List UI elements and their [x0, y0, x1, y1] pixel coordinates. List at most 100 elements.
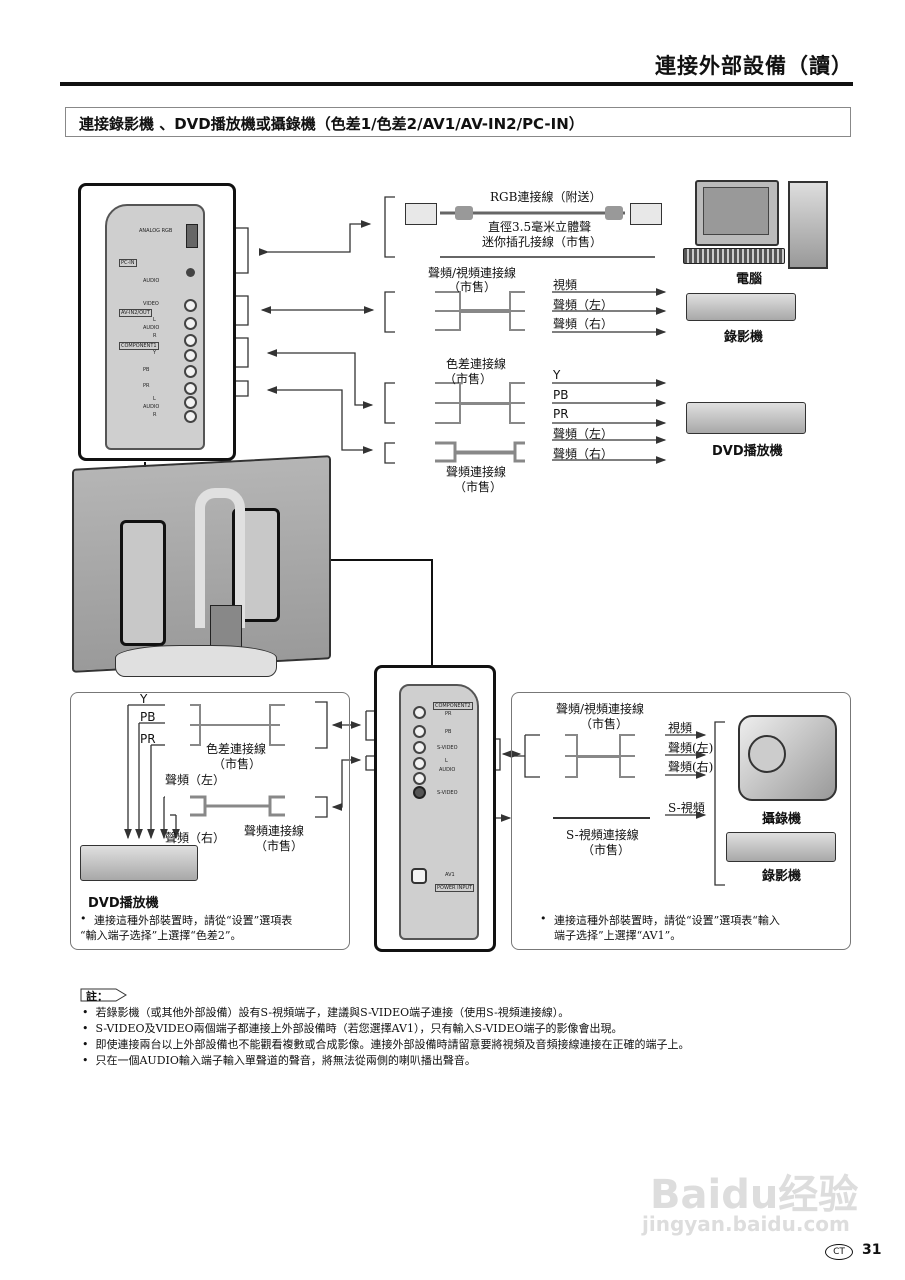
jack-label: R — [153, 333, 157, 339]
jack-label: AUDIO — [143, 404, 160, 410]
page-number: 31 — [862, 1242, 882, 1258]
watermark-brand: Baidu经验 — [650, 1172, 859, 1218]
audio-left-label: 聲頻（左） — [165, 773, 226, 787]
note-text: 連接這種外部裝置時，請從“设置”選項表 — [94, 914, 293, 927]
note-label: 註： — [86, 990, 108, 1003]
bullet-icon: • — [540, 912, 547, 925]
notes-list: • 若錄影機（或其他外部設備）設有S-視頻端子，建議與S-VIDEO端子連接（使… — [82, 1004, 689, 1068]
jack-label: AV1 — [445, 872, 455, 878]
note-item: • 若錄影機（或其他外部設備）設有S-視頻端子，建議與S-VIDEO端子連接（使… — [82, 1006, 570, 1019]
jack-label: R — [153, 412, 157, 418]
jack-label: AUDIO — [143, 278, 160, 284]
mini-jack-cable-label: 迷你插孔接線（市售） — [482, 235, 603, 249]
page-title: 連接外部設備（讀） — [655, 54, 853, 78]
signal-label: PR — [553, 407, 569, 421]
rgb-cable-label: RGB連接線（附送） — [490, 190, 602, 204]
signal-label: PB — [553, 388, 569, 402]
device-label-vcr: 錄影機 — [724, 330, 764, 345]
analog-rgb-port — [186, 224, 198, 248]
ferrite-core-icon — [455, 206, 473, 220]
component-audio-l-jack — [184, 396, 197, 409]
audio-r-jack — [413, 772, 426, 785]
vcr-icon — [686, 293, 796, 321]
keyboard-icon — [683, 248, 785, 264]
note-item: • 只在一個AUDIO輸入端子輸入單聲道的聲音，將無法從兩側的喇叭播出聲音。 — [82, 1054, 476, 1067]
jack-label: Y — [153, 350, 157, 356]
signal-label: 聲頻（右） — [553, 447, 614, 461]
av-cable-note: （市售） — [580, 717, 629, 731]
signal-label: 聲頻(右) — [668, 760, 714, 774]
jack-label: PB — [445, 729, 452, 735]
av-cable-note: （市售） — [448, 280, 497, 294]
jack-label: COMPONENT1 — [119, 342, 159, 350]
note-item-text: 只在一個AUDIO輸入端子輸入單聲道的聲音，將無法從兩側的喇叭播出聲音。 — [95, 1054, 476, 1067]
signal-label: 聲頻(左) — [668, 741, 714, 755]
note-item-text: S-VIDEO及VIDEO兩個端子都連接上外部設備時（若您選擇AV1），只有輸入… — [95, 1022, 623, 1035]
monitor-stand-handle — [195, 488, 245, 628]
camcorder-icon — [738, 715, 837, 801]
component-cable-note: （市售） — [444, 372, 493, 386]
note-item: • S-VIDEO及VIDEO兩個端子都連接上外部設備時（若您選擇AV1），只有… — [82, 1022, 623, 1035]
device-label-dvd: DVD播放機 — [88, 896, 159, 911]
signal-label: 視頻 — [553, 278, 578, 292]
svideo-cable-label: S-視頻連接線 — [566, 828, 639, 842]
component2-pr-jack — [413, 706, 426, 719]
component-cable-note: （市售） — [213, 757, 262, 771]
monitor-left-port-highlight — [120, 520, 166, 646]
jack-label: POWER INPUT — [435, 884, 475, 892]
jack-label: S-VIDEO — [437, 790, 458, 796]
component-pr-jack — [184, 382, 197, 395]
av-cable-label: 聲頻/視頻連接線 — [556, 702, 645, 716]
component2-pb-jack — [413, 725, 426, 738]
note-item-text: 若錄影機（或其他外部設備）設有S-視頻端子，建議與S-VIDEO端子連接（使用S… — [95, 1006, 570, 1019]
dvd-connection-panel — [70, 692, 350, 950]
component-cable-label: 色差連接線 — [446, 357, 507, 371]
monitor-stand-base — [115, 645, 277, 677]
device-label-computer: 電腦 — [736, 272, 763, 287]
device-label-dvd: DVD播放機 — [712, 444, 783, 459]
signal-label: Y — [140, 692, 148, 706]
audio-cable-label: 聲頻連接線 — [244, 824, 305, 838]
device-label-vcr: 錄影機 — [762, 869, 802, 884]
note-text: 端子选择”上選擇“AV1”。 — [554, 929, 682, 942]
jack-label: PC-IN — [119, 259, 137, 267]
audio-l-jack — [413, 757, 426, 770]
computer-monitor-icon — [695, 180, 779, 246]
ferrite-core-icon — [605, 206, 623, 220]
title-rule — [60, 82, 853, 86]
audio-cable-note: （市售） — [255, 839, 304, 853]
mini-jack-cable-label: 直徑3.5毫米立體聲 — [488, 220, 592, 234]
jack-label: PR — [445, 711, 452, 717]
signal-label: 視頻 — [668, 721, 693, 735]
note-item: • 即使連接兩台以上外部設備也不能觀看複數或合成影像。連接外部設備時請留意要將視… — [82, 1038, 690, 1051]
signal-label: 聲頻（左） — [553, 298, 614, 312]
jack-label: PR — [143, 383, 150, 389]
jack-label: AUDIO — [143, 325, 160, 331]
vga-connector-left-icon — [405, 203, 437, 225]
signal-label: 聲頻（左） — [553, 427, 614, 441]
audio-cable-note: （市售） — [454, 480, 503, 494]
component-av1-port-panel-closeup: COMPONENT2 PR PB S-VIDEO L AUDIO S-VIDEO… — [374, 665, 496, 952]
jack-label: PB — [143, 367, 150, 373]
jack-label: AV-IN2/OUT — [119, 309, 152, 317]
pc-av-port-panel-closeup: ANALOG RGB PC-IN AUDIO VIDEO AV-IN2/OUT … — [78, 183, 236, 461]
signal-label: PR — [140, 732, 156, 746]
video-jack — [184, 299, 197, 312]
audio-l-jack — [184, 317, 197, 330]
watermark-url: jingyan.baidu.com — [642, 1212, 850, 1236]
jack-label: L — [153, 317, 156, 323]
dvd-player-icon — [80, 845, 198, 881]
component-y-jack — [184, 349, 197, 362]
jack-label: AUDIO — [439, 767, 456, 773]
note-label-badge: 註： — [80, 988, 128, 1003]
power-input-port — [411, 868, 427, 884]
signal-label: Y — [553, 368, 561, 382]
section-header-box — [65, 107, 851, 137]
device-label-camcorder: 攝錄機 — [762, 812, 802, 827]
note-text: 連接這種外部裝置時，請從“设置”選項表“輸入 — [554, 914, 780, 927]
jack-label: S-VIDEO — [437, 745, 458, 751]
audio-cable-label: 聲頻連接線 — [446, 465, 507, 479]
bullet-icon: • — [80, 912, 87, 925]
region-badge: CT — [825, 1244, 853, 1260]
